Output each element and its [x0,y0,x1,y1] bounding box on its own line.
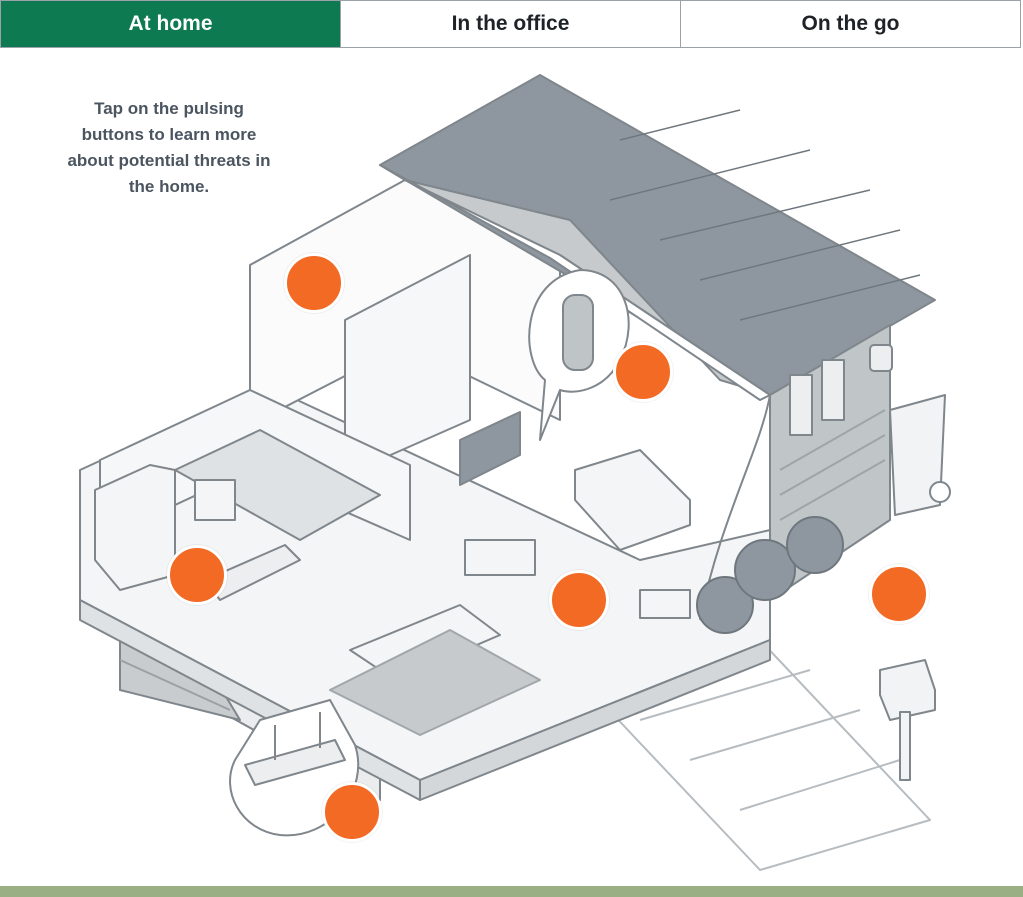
footer-bar [0,886,1023,897]
bushes [696,516,844,634]
mailbox [879,659,936,781]
hotspot-security-camera[interactable] [869,564,929,624]
tab-bar: At home In the office On the go [0,0,1021,48]
sofa [574,449,691,551]
hotspot-smart-speaker[interactable] [613,342,673,402]
tv [459,411,521,486]
tab-at-home[interactable]: At home [1,1,341,47]
hotspot-living-room[interactable] [549,570,609,630]
tab-on-the-go[interactable]: On the go [681,1,1020,47]
hotspot-home-office[interactable] [284,253,344,313]
security-camera-device [869,344,893,372]
hotspot-router[interactable] [322,782,382,842]
trash-bin [889,394,951,516]
shelves [464,539,691,619]
tab-in-the-office[interactable]: In the office [341,1,681,47]
dining-table [329,604,541,736]
intro-instructions: Tap on the pulsing buttons to learn more… [67,99,271,196]
hotspot-kitchen-laptop[interactable] [167,545,227,605]
speaker-callout [528,269,630,441]
